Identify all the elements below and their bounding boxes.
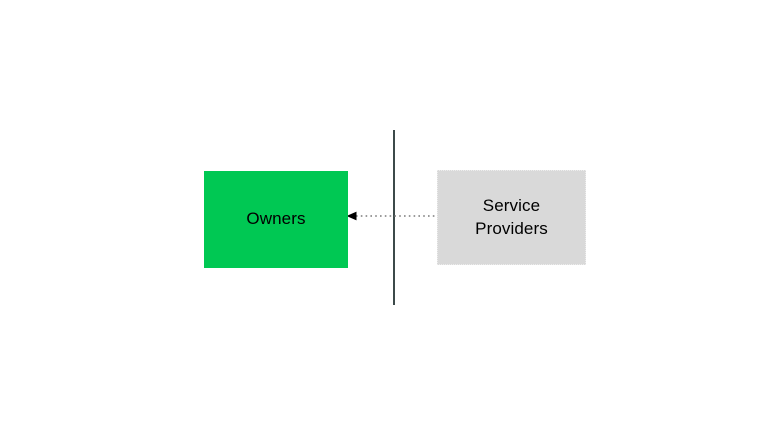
dependency-arrow[interactable] (344, 206, 442, 226)
boundary-separator-line (393, 130, 395, 305)
node-owners-label: Owners (246, 209, 306, 229)
dependency-arrow-head (346, 211, 357, 221)
node-owners[interactable]: Owners (204, 171, 348, 268)
node-service-providers-label: Service Providers (475, 196, 548, 238)
node-service-providers[interactable]: Service Providers (437, 170, 586, 265)
